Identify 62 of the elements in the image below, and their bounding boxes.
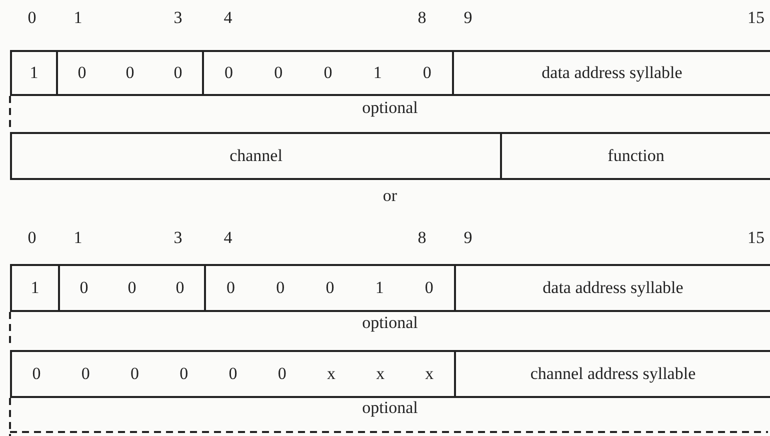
note-label: optional [362,398,418,418]
bit-number: 4 [224,8,232,28]
bit-field [204,264,456,312]
field-box [10,50,58,96]
bit-value: 0 [276,278,285,298]
bit-number: 3 [174,228,182,248]
bit-number: 8 [418,228,426,248]
bit-value: 0 [81,364,90,384]
bit-value: 0 [278,364,286,384]
bit-value: 0 [180,364,188,384]
bit-number: 0 [28,228,36,248]
bit-value: 0 [324,63,332,83]
bit-value: 0 [128,278,136,298]
bit-field [10,350,456,398]
bit-value: 0 [78,63,86,83]
bit-number: 4 [224,228,232,248]
bit-value: 0 [226,278,236,298]
field-label: function [608,146,664,166]
bit-value: 1 [375,278,384,298]
bit-value: 0 [32,364,41,384]
bit-value: 0 [424,278,434,298]
bit-value: 0 [274,63,283,83]
field-box [454,350,770,398]
field-box [10,264,60,312]
bit-number: 0 [28,8,36,28]
bit-value: 0 [80,278,88,298]
bit-value: x [425,364,434,384]
bit-value: 0 [174,63,182,83]
field-box [454,264,770,312]
field-label: 1 [30,63,38,83]
bit-value: 0 [422,63,432,83]
field-label: channel address syllable [530,364,696,384]
field-box [452,50,770,96]
bit-value: 0 [130,364,140,384]
bit-number: 9 [464,8,472,28]
bit-field [56,50,204,96]
bit-value: x [326,364,336,384]
field-label: data address syllable [542,278,684,298]
field-label: 1 [30,278,40,298]
bit-number: 9 [464,228,472,248]
bit-value: 0 [326,278,334,298]
bit-value: 0 [224,63,234,83]
note-label: optional [362,313,418,333]
bit-value: 0 [126,63,134,83]
bit-number: 1 [74,228,82,248]
note-label: or [382,186,398,206]
field-box [500,132,770,180]
field-box [10,132,502,180]
bit-value: x [376,364,385,384]
bit-value: 1 [373,63,382,83]
bit-field [202,50,454,96]
bit-number: 15 [748,8,764,28]
note-label: optional [362,98,418,118]
bit-number: 3 [174,8,182,28]
bit-value: 0 [176,278,184,298]
bit-number: 8 [418,8,426,28]
bit-number: 15 [748,228,764,248]
bit-field [58,264,206,312]
field-label: channel [230,146,282,166]
bit-value: 0 [228,364,238,384]
bit-number: 1 [74,8,82,28]
field-label: data address syllable [542,63,682,83]
